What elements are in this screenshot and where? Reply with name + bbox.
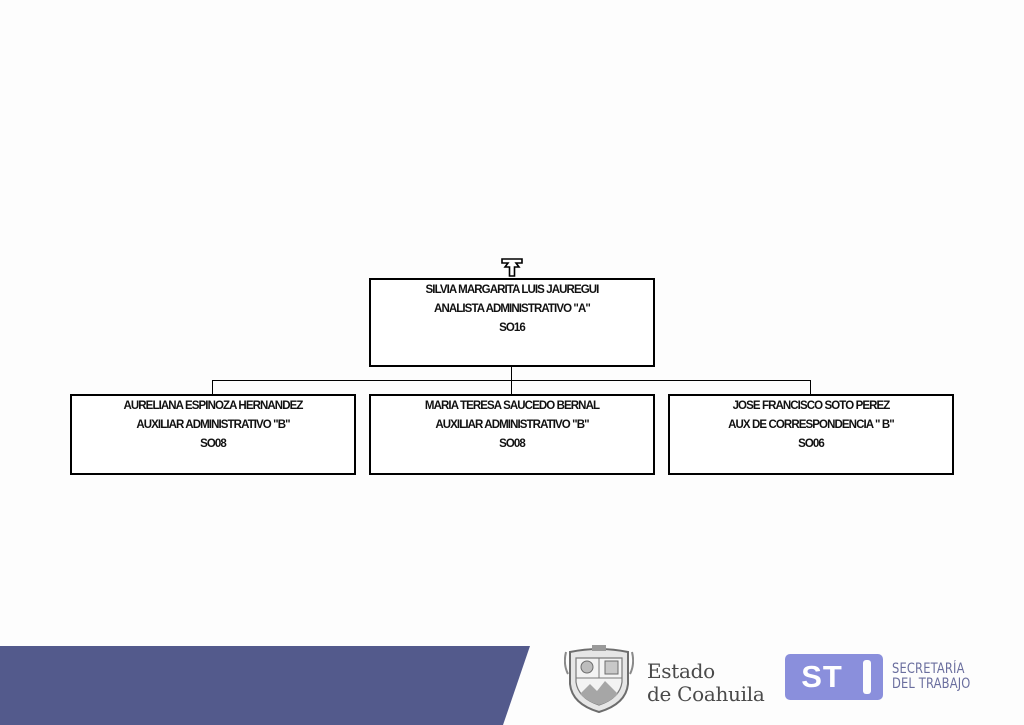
- st-logo-notch: [863, 660, 871, 694]
- org-node-subordinate: JOSE FRANCISCO SOTO PEREZ AUX DE CORRESP…: [668, 394, 954, 475]
- connector-vertical-middle: [511, 380, 512, 395]
- head-position: ANALISTA ADMINISTRATIVO "A": [434, 303, 591, 315]
- subordinate-position: AUX DE CORRESPONDENCIA " B": [728, 419, 895, 431]
- subordinate-code: SO06: [798, 438, 825, 450]
- org-node-subordinate: AURELIANA ESPINOZA HERNANDEZ AUXILIAR AD…: [70, 394, 356, 475]
- secretaria-line1: SECRETARÍA: [892, 661, 965, 677]
- st-logo-letters: ST: [801, 659, 843, 694]
- footer-band: [0, 646, 530, 725]
- secretaria-wordmark: SECRETARÍA DEL TRABAJO: [892, 662, 970, 692]
- coahuila-line1: Estado: [647, 659, 715, 683]
- subordinate-code: SO08: [200, 438, 227, 450]
- subordinate-name: AURELIANA ESPINOZA HERNANDEZ: [123, 400, 303, 412]
- subordinate-position: AUXILIAR ADMINISTRATIVO "B": [136, 419, 290, 431]
- connector-vertical-head: [511, 366, 512, 381]
- head-name: SILVIA MARGARITA LUIS JAUREGUI: [425, 284, 600, 296]
- head-code: SO16: [499, 322, 526, 334]
- coahuila-wordmark: Estado de Coahuila: [647, 659, 765, 706]
- footer: Estado de Coahuila ST SECRETARÍA DEL TRA…: [0, 640, 1024, 725]
- subordinate-code: SO08: [499, 438, 526, 450]
- org-node-head: SILVIA MARGARITA LUIS JAUREGUI ANALISTA …: [369, 278, 655, 367]
- org-node-subordinate: MARIA TERESA SAUCEDO BERNAL AUXILIAR ADM…: [369, 394, 655, 475]
- subordinate-name: MARIA TERESA SAUCEDO BERNAL: [424, 400, 600, 412]
- org-chart: SILVIA MARGARITA LUIS JAUREGUI ANALISTA …: [70, 258, 954, 475]
- coahuila-coat-of-arms-icon: [564, 645, 634, 714]
- connector-vertical-right: [810, 380, 811, 395]
- up-arrow-icon[interactable]: [501, 258, 523, 277]
- secretaria-line2: DEL TRABAJO: [892, 676, 971, 692]
- subordinate-name: JOSE FRANCISCO SOTO PEREZ: [732, 400, 891, 412]
- connector-vertical-left: [212, 380, 213, 395]
- coahuila-line2: de Coahuila: [647, 682, 765, 706]
- secretaria-del-trabajo-logo: ST: [785, 654, 883, 700]
- subordinate-position: AUXILIAR ADMINISTRATIVO "B": [435, 419, 589, 431]
